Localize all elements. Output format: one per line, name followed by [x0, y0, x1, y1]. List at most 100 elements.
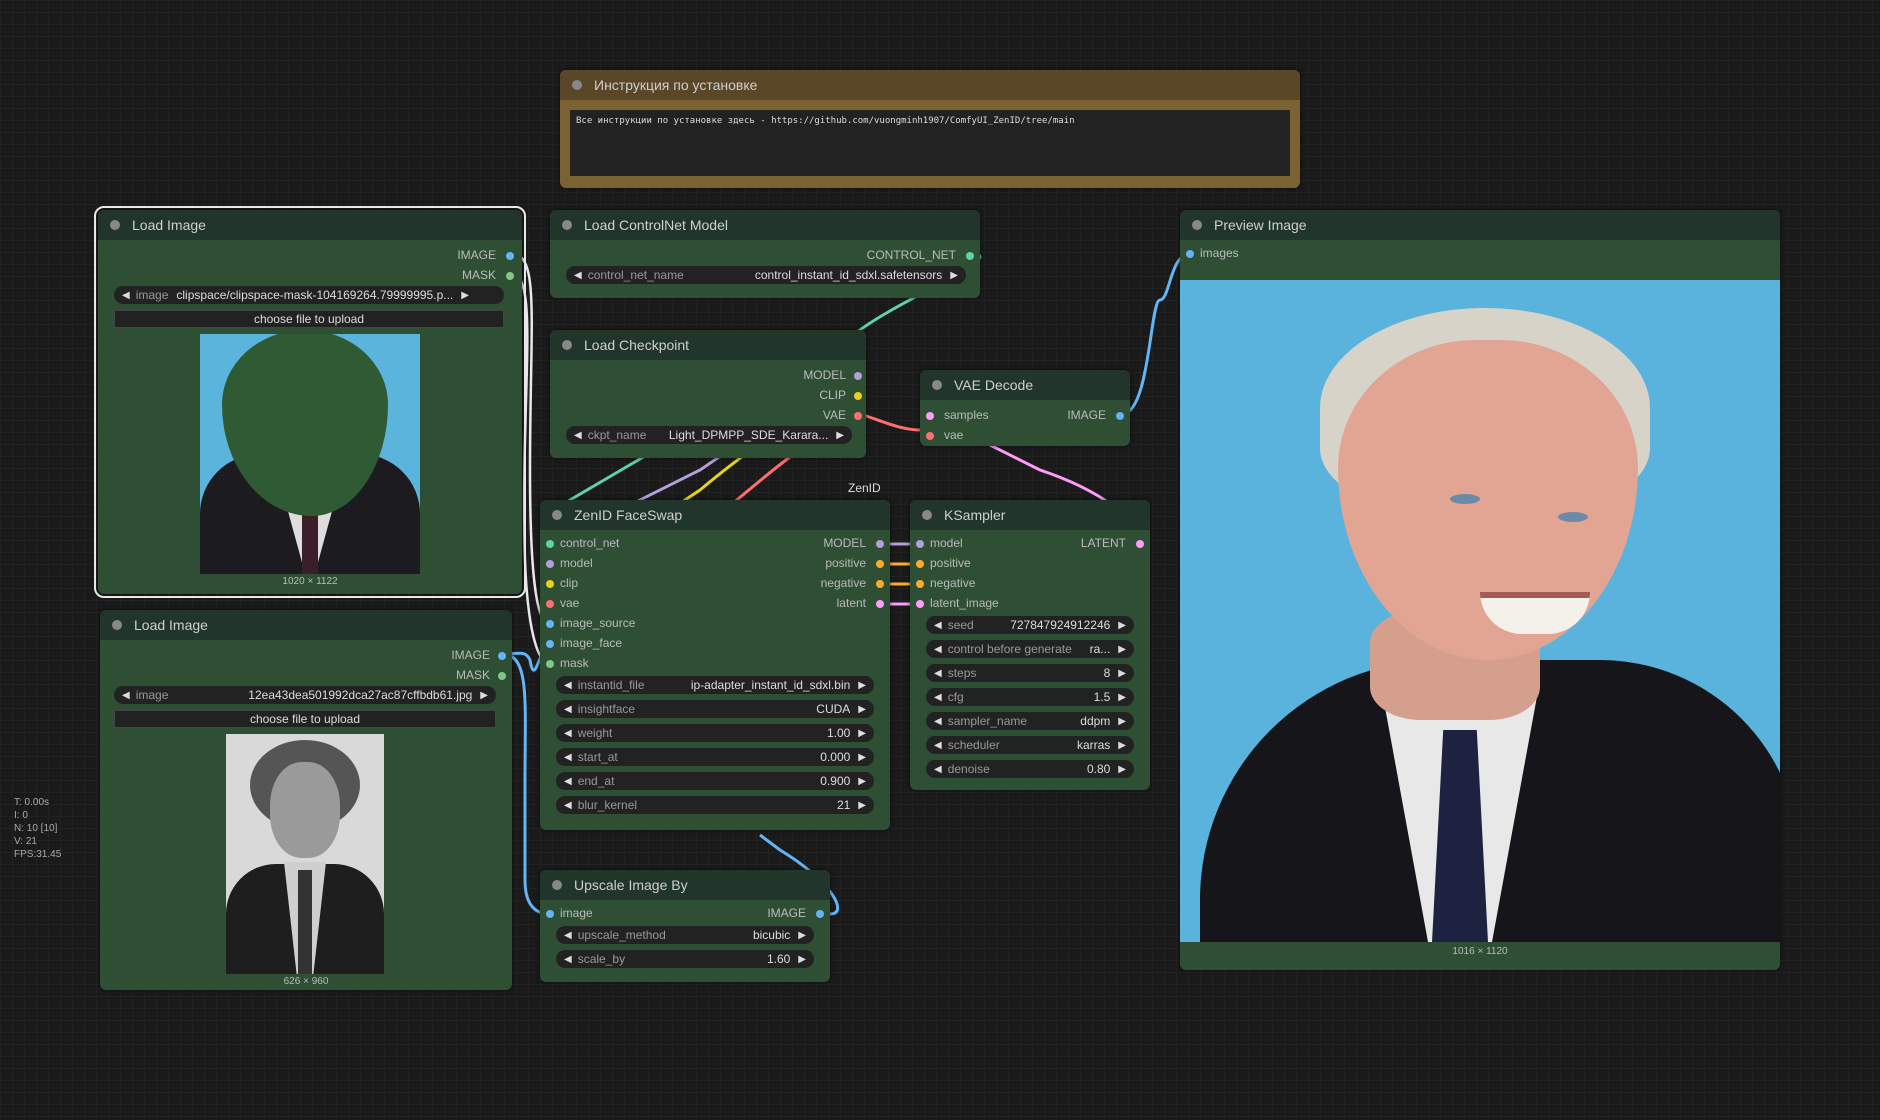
denoise-widget[interactable]: ◀ denoise 0.80 ▶ [926, 760, 1134, 778]
load-checkpoint-node[interactable]: Load Checkpoint MODEL CLIP VAE ◀ ckpt_na… [550, 330, 866, 458]
arrow-left-icon[interactable]: ◀ [122, 689, 130, 701]
output-pin-image[interactable] [498, 652, 506, 660]
arrow-left-icon[interactable]: ◀ [934, 643, 942, 655]
image-select-widget[interactable]: ◀ image 12ea43dea501992dca27ac87cffbdb61… [114, 686, 496, 704]
arrow-left-icon[interactable]: ◀ [564, 929, 572, 941]
load-controlnet-node[interactable]: Load ControlNet Model CONTROL_NET ◀ cont… [550, 210, 980, 298]
input-pin-clip[interactable] [546, 580, 554, 588]
arrow-right-icon[interactable]: ▶ [1118, 643, 1126, 655]
arrow-left-icon[interactable]: ◀ [564, 727, 572, 739]
input-pin-mask[interactable] [546, 660, 554, 668]
output-pin-negative[interactable] [876, 580, 884, 588]
collapse-dot-icon[interactable] [932, 380, 942, 390]
arrow-right-icon[interactable]: ▶ [1118, 667, 1126, 679]
arrow-right-icon[interactable]: ▶ [950, 269, 958, 281]
arrow-left-icon[interactable]: ◀ [564, 751, 572, 763]
arrow-right-icon[interactable]: ▶ [858, 751, 866, 763]
collapse-dot-icon[interactable] [552, 510, 562, 520]
output-pin-image[interactable] [1116, 412, 1124, 420]
input-pin-control-net[interactable] [546, 540, 554, 548]
seed-widget[interactable]: ◀ seed 727847924912246 ▶ [926, 616, 1134, 634]
arrow-right-icon[interactable]: ▶ [1118, 619, 1126, 631]
arrow-left-icon[interactable]: ◀ [934, 739, 942, 751]
input-pin-image-source[interactable] [546, 620, 554, 628]
upload-button[interactable]: choose file to upload [114, 710, 496, 728]
image-select-widget[interactable]: ◀ image clipspace/clipspace-mask-1041692… [114, 286, 504, 304]
collapse-dot-icon[interactable] [1192, 220, 1202, 230]
instantid-file-widget[interactable]: ◀ instantid_file ip-adapter_instant_id_s… [556, 676, 874, 694]
output-pin-clip[interactable] [854, 392, 862, 400]
vae-decode-node[interactable]: VAE Decode samples vae IMAGE [920, 370, 1130, 446]
control-net-name-widget[interactable]: ◀ control_net_name control_instant_id_sd… [566, 266, 966, 284]
preview-header[interactable]: Preview Image [1180, 210, 1780, 240]
upscale-header[interactable]: Upscale Image By [540, 870, 830, 900]
load-checkpoint-header[interactable]: Load Checkpoint [550, 330, 866, 360]
arrow-right-icon[interactable]: ▶ [1118, 763, 1126, 775]
output-pin-mask[interactable] [506, 272, 514, 280]
group-label[interactable]: ZenID [848, 481, 881, 495]
arrow-left-icon[interactable]: ◀ [564, 799, 572, 811]
output-pin-mask[interactable] [498, 672, 506, 680]
arrow-right-icon[interactable]: ▶ [858, 727, 866, 739]
arrow-right-icon[interactable]: ▶ [858, 799, 866, 811]
arrow-right-icon[interactable]: ▶ [798, 953, 806, 965]
arrow-left-icon[interactable]: ◀ [934, 619, 942, 631]
input-pin-negative[interactable] [916, 580, 924, 588]
end-at-widget[interactable]: ◀ end_at 0.900 ▶ [556, 772, 874, 790]
arrow-left-icon[interactable]: ◀ [934, 715, 942, 727]
collapse-dot-icon[interactable] [572, 80, 582, 90]
output-pin-model[interactable] [876, 540, 884, 548]
weight-widget[interactable]: ◀ weight 1.00 ▶ [556, 724, 874, 742]
arrow-left-icon[interactable]: ◀ [564, 775, 572, 787]
arrow-right-icon[interactable]: ▶ [858, 679, 866, 691]
collapse-dot-icon[interactable] [112, 620, 122, 630]
blur-kernel-widget[interactable]: ◀ blur_kernel 21 ▶ [556, 796, 874, 814]
arrow-right-icon[interactable]: ▶ [461, 289, 469, 301]
input-pin-latent-image[interactable] [916, 600, 924, 608]
upscale-image-node[interactable]: Upscale Image By image IMAGE ◀ upscale_m… [540, 870, 830, 982]
output-pin-latent[interactable] [876, 600, 884, 608]
input-pin-positive[interactable] [916, 560, 924, 568]
arrow-left-icon[interactable]: ◀ [122, 289, 130, 301]
input-pin-image[interactable] [546, 910, 554, 918]
note-textarea[interactable]: Все инструкции по установке здесь - http… [570, 110, 1290, 176]
arrow-left-icon[interactable]: ◀ [574, 269, 582, 281]
start-at-widget[interactable]: ◀ start_at 0.000 ▶ [556, 748, 874, 766]
scale-by-widget[interactable]: ◀ scale_by 1.60 ▶ [556, 950, 814, 968]
control-before-generate-widget[interactable]: ◀ control before generate ra... ▶ [926, 640, 1134, 658]
collapse-dot-icon[interactable] [110, 220, 120, 230]
vae-decode-header[interactable]: VAE Decode [920, 370, 1130, 400]
arrow-left-icon[interactable]: ◀ [934, 691, 942, 703]
output-pin-control-net[interactable] [966, 252, 974, 260]
input-pin-vae[interactable] [926, 432, 934, 440]
collapse-dot-icon[interactable] [562, 340, 572, 350]
collapse-dot-icon[interactable] [552, 880, 562, 890]
output-pin-positive[interactable] [876, 560, 884, 568]
note-node[interactable]: Инструкция по установке Все инструкции п… [560, 70, 1300, 188]
load-image-2-header[interactable]: Load Image [100, 610, 512, 640]
input-pin-model[interactable] [546, 560, 554, 568]
arrow-left-icon[interactable]: ◀ [574, 429, 582, 441]
load-image-node-2[interactable]: Load Image IMAGE MASK ◀ image 12ea43dea5… [100, 610, 512, 990]
faceswap-header[interactable]: ZenID FaceSwap [540, 500, 890, 530]
input-pin-samples[interactable] [926, 412, 934, 420]
arrow-left-icon[interactable]: ◀ [564, 953, 572, 965]
arrow-right-icon[interactable]: ▶ [858, 775, 866, 787]
arrow-right-icon[interactable]: ▶ [858, 703, 866, 715]
arrow-left-icon[interactable]: ◀ [934, 763, 942, 775]
arrow-left-icon[interactable]: ◀ [934, 667, 942, 679]
arrow-right-icon[interactable]: ▶ [480, 689, 488, 701]
input-pin-images[interactable] [1186, 250, 1194, 258]
collapse-dot-icon[interactable] [922, 510, 932, 520]
note-header[interactable]: Инструкция по установке [560, 70, 1300, 100]
input-pin-model[interactable] [916, 540, 924, 548]
collapse-dot-icon[interactable] [562, 220, 572, 230]
arrow-right-icon[interactable]: ▶ [836, 429, 844, 441]
zenid-faceswap-node[interactable]: ZenID FaceSwap control_net model clip va… [540, 500, 890, 830]
output-pin-latent[interactable] [1136, 540, 1144, 548]
ksampler-header[interactable]: KSampler [910, 500, 1150, 530]
preview-image-node[interactable]: Preview Image images 1016 × 1120 [1180, 210, 1780, 970]
output-pin-vae[interactable] [854, 412, 862, 420]
output-pin-image[interactable] [816, 910, 824, 918]
load-image-node-1[interactable]: Load Image IMAGE MASK ◀ image clipspace/… [94, 206, 526, 598]
